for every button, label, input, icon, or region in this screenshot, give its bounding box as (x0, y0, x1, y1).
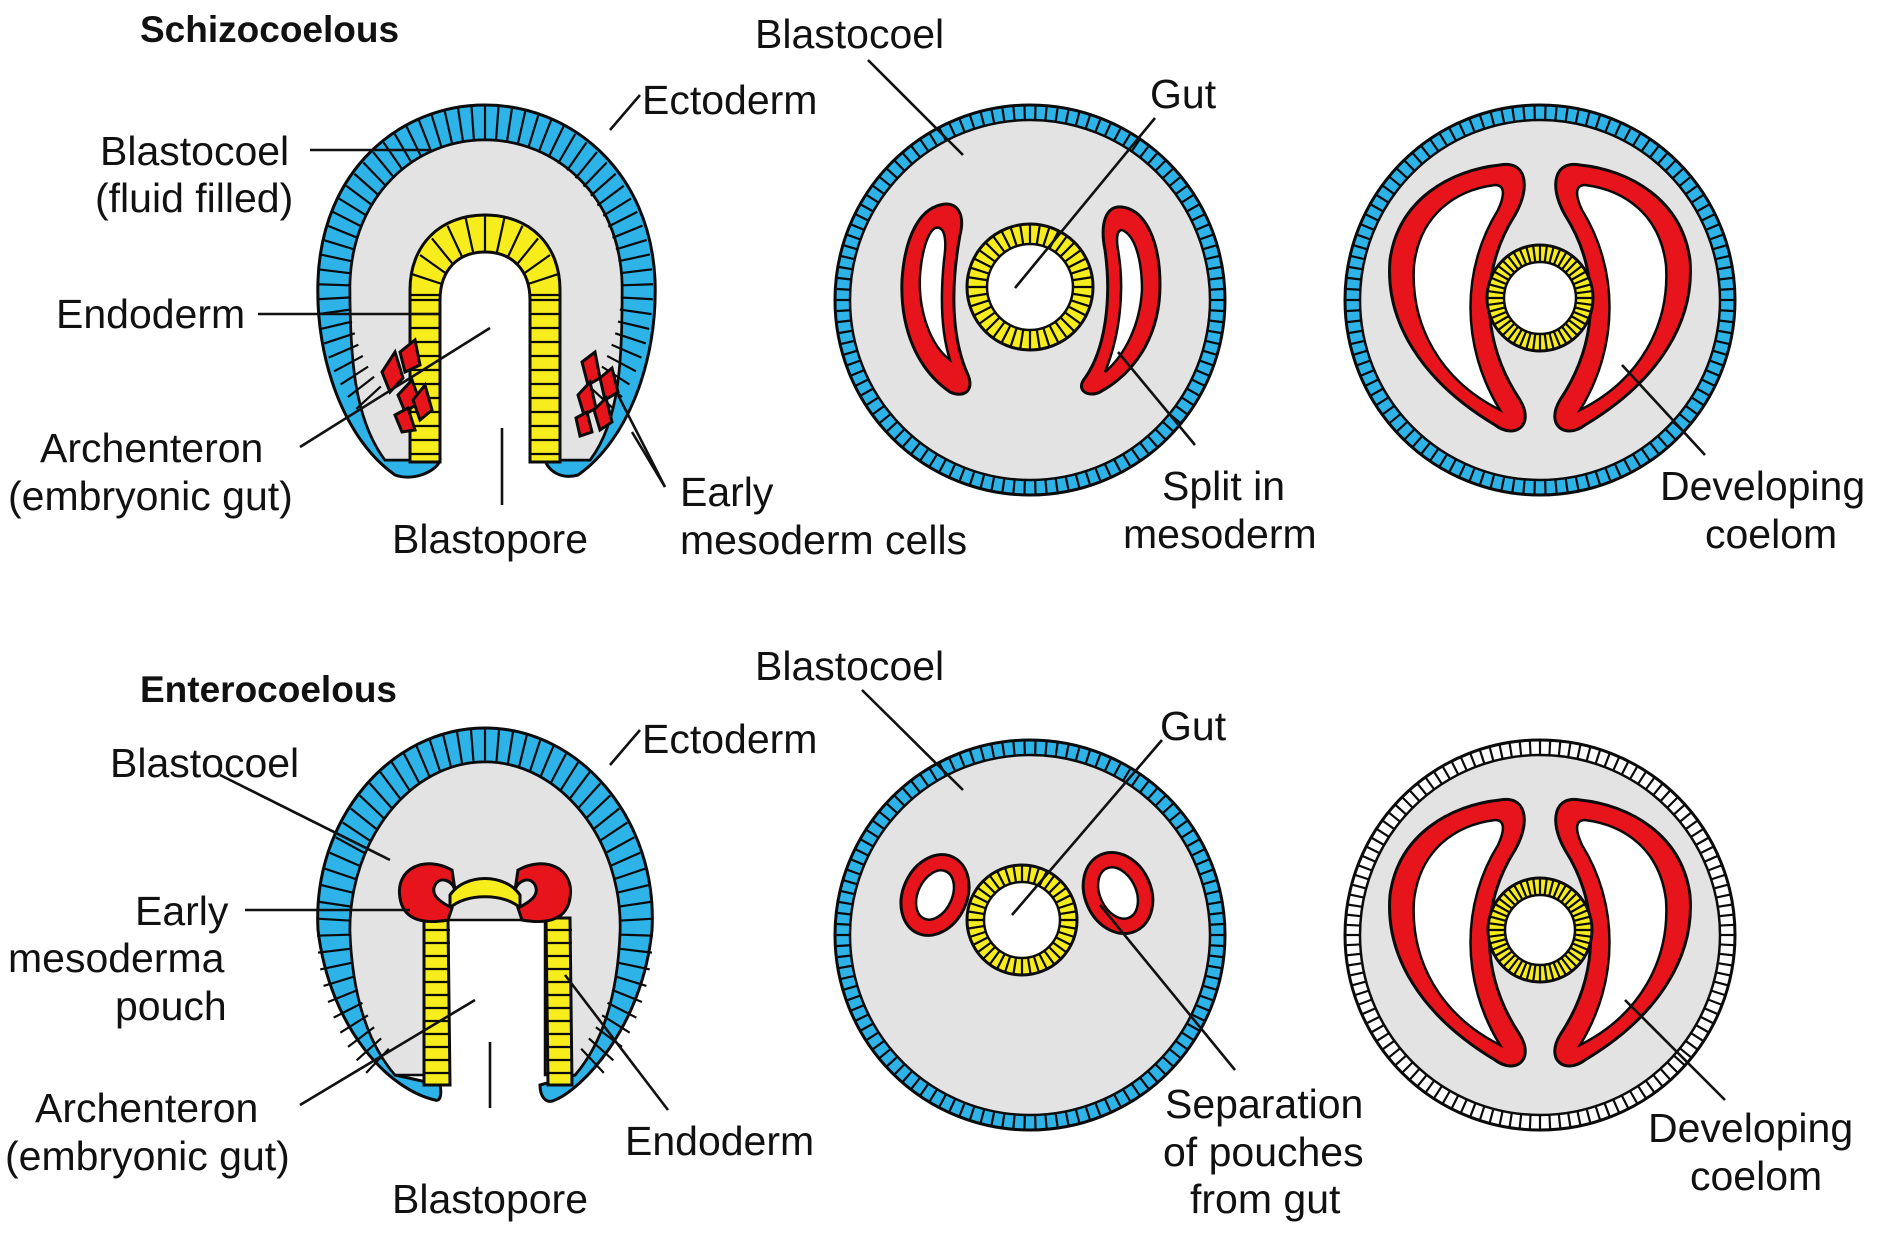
label-separation-3: from gut (1190, 1176, 1341, 1222)
cell-boundary (1345, 925, 1360, 926)
cell-boundary (317, 284, 349, 285)
cell-boundary (1549, 740, 1550, 755)
label-separation-1: Separation (1165, 1081, 1363, 1127)
cell-boundary (1523, 479, 1524, 494)
schizo-gastrula-blastocoel (350, 140, 622, 460)
cell-boundary (835, 924, 850, 925)
schizo-cross-section-split (835, 105, 1225, 495)
cell-boundary (1719, 954, 1734, 956)
cell-boundary (317, 935, 349, 936)
cell-boundary (1555, 106, 1556, 121)
label-endoderm: Endoderm (56, 291, 245, 337)
cell-boundary (835, 310, 850, 311)
gut-lumen (1504, 262, 1576, 334)
label-coelom: Developing (1648, 1105, 1853, 1151)
gut-lumen (984, 882, 1060, 958)
cell-boundary (1520, 1114, 1522, 1129)
label-gut: Gut (1150, 71, 1217, 117)
cell-boundary (1719, 915, 1734, 917)
label-pouch-2: mesoderma (8, 935, 225, 981)
cell-boundary (1555, 479, 1556, 494)
cell-boundary (1210, 924, 1225, 925)
label-gut: Gut (1160, 703, 1227, 749)
cell-boundary (1013, 479, 1014, 494)
gut-lumen (1505, 895, 1575, 965)
cell-boundary (1720, 289, 1735, 290)
label-archenteron-sub: (embryonic gut) (8, 473, 293, 519)
cell-boundary (1346, 915, 1361, 917)
label-pouch-3: pouch (115, 983, 227, 1029)
label-separation-2: of pouches (1163, 1129, 1364, 1175)
entero-gastrula-blastocoel (350, 762, 620, 1075)
leader-ectoderm (610, 95, 640, 130)
label-endoderm: Endoderm (625, 1118, 814, 1164)
label-coelom-sub: coelom (1705, 511, 1837, 557)
cell-boundary (1210, 945, 1225, 946)
cell-boundary (1720, 310, 1735, 311)
cell-boundary (1210, 310, 1225, 311)
label-blastocoel-2: Blastocoel (755, 11, 944, 57)
label-archenteron: Archenteron (35, 1085, 258, 1131)
cell-boundary (1210, 289, 1225, 290)
leader-blastocoel-2 (862, 690, 963, 790)
label-blastocoel: Blastocoel (100, 128, 289, 174)
label-blastopore: Blastopore (392, 1176, 588, 1222)
heading-schizocoelous: Schizocoelous (140, 9, 399, 50)
entero-cross-section-pouches (835, 740, 1225, 1130)
label-pouch-1: Early (135, 888, 229, 934)
label-archenteron: Archenteron (40, 425, 263, 471)
entero-gastrula (317, 728, 653, 1101)
label-split-sub: mesoderm (1123, 511, 1317, 557)
cell-boundary (1549, 1115, 1550, 1130)
label-ectoderm: Ectoderm (642, 77, 817, 123)
cell-boundary (1045, 479, 1046, 494)
schizo-gastrula (317, 105, 655, 477)
label-ectoderm: Ectoderm (642, 716, 817, 762)
cell-boundary (1345, 944, 1360, 945)
cell-boundary (1530, 1115, 1531, 1130)
cell-boundary (1045, 1114, 1046, 1129)
cell-boundary (1530, 740, 1531, 755)
leader-early-meso-2 (632, 432, 665, 487)
label-blastopore: Blastopore (392, 516, 588, 562)
label-coelom: Developing (1660, 463, 1865, 509)
cell-boundary (621, 935, 653, 936)
gut-lumen (987, 244, 1073, 330)
label-blastocoel-sub: (fluid filled) (95, 175, 293, 221)
label-coelom-sub: coelom (1690, 1153, 1822, 1199)
cell-boundary (1013, 741, 1014, 756)
cell-boundary (621, 284, 653, 285)
entero-cross-section-coelom (1345, 740, 1735, 1130)
cell-boundary (1013, 106, 1014, 121)
label-blastocoel: Blastocoel (110, 740, 299, 786)
heading-enterocoelous: Enterocoelous (140, 669, 397, 710)
cell-boundary (1013, 1114, 1014, 1129)
cell-boundary (1045, 741, 1046, 756)
cell-boundary (1720, 944, 1735, 945)
cell-boundary (1520, 741, 1522, 756)
label-early-meso-sub: mesoderm cells (680, 517, 967, 563)
cell-boundary (835, 289, 850, 290)
label-archenteron-sub: (embryonic gut) (5, 1133, 290, 1179)
label-early-meso: Early (680, 469, 774, 515)
cell-boundary (1559, 741, 1561, 756)
label-blastocoel-2: Blastocoel (755, 643, 944, 689)
cell-boundary (1345, 310, 1360, 311)
leader-ectoderm (610, 730, 640, 765)
cell-boundary (1523, 106, 1524, 121)
cell-boundary (1559, 1114, 1561, 1129)
cell-boundary (1720, 925, 1735, 926)
cell-boundary (1346, 954, 1361, 956)
label-split: Split in (1162, 463, 1285, 509)
cell-boundary (1345, 289, 1360, 290)
schizo-cross-section-coelom (1345, 105, 1735, 495)
cell-boundary (835, 945, 850, 946)
cell-boundary (1045, 106, 1046, 121)
